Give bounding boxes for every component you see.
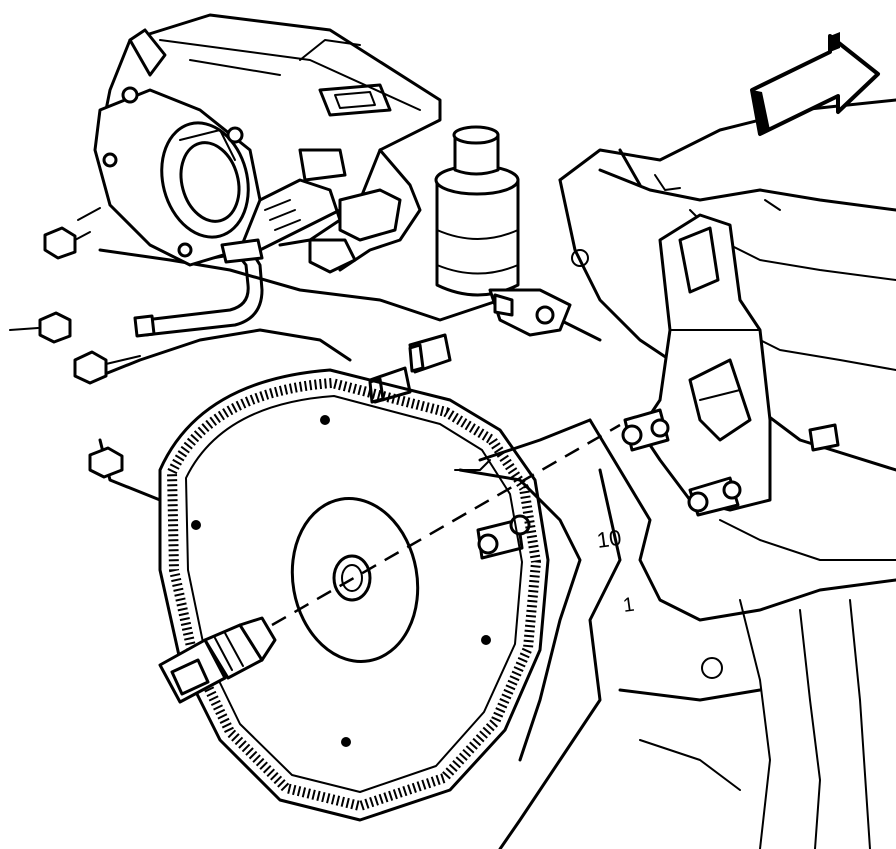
stud <box>621 408 670 452</box>
sensor <box>158 423 621 704</box>
stud <box>476 514 531 560</box>
solenoid-cylinder <box>434 125 572 337</box>
stud <box>408 333 452 374</box>
bolts-left <box>9 207 141 479</box>
direction-arrow-icon <box>750 32 880 136</box>
stud <box>808 423 840 452</box>
bolt <box>73 350 141 385</box>
stud <box>687 476 742 517</box>
mounting-bracket <box>638 213 772 512</box>
bolt <box>43 207 101 260</box>
bolts-center <box>368 333 840 560</box>
bolt <box>88 446 124 479</box>
flywheel <box>158 368 550 822</box>
casting-label-10: 10 <box>595 525 623 553</box>
throttle-body <box>93 13 442 274</box>
bolt <box>9 311 72 344</box>
vacuum-pipe <box>133 238 264 338</box>
casting-label-1: 1 <box>622 594 636 617</box>
